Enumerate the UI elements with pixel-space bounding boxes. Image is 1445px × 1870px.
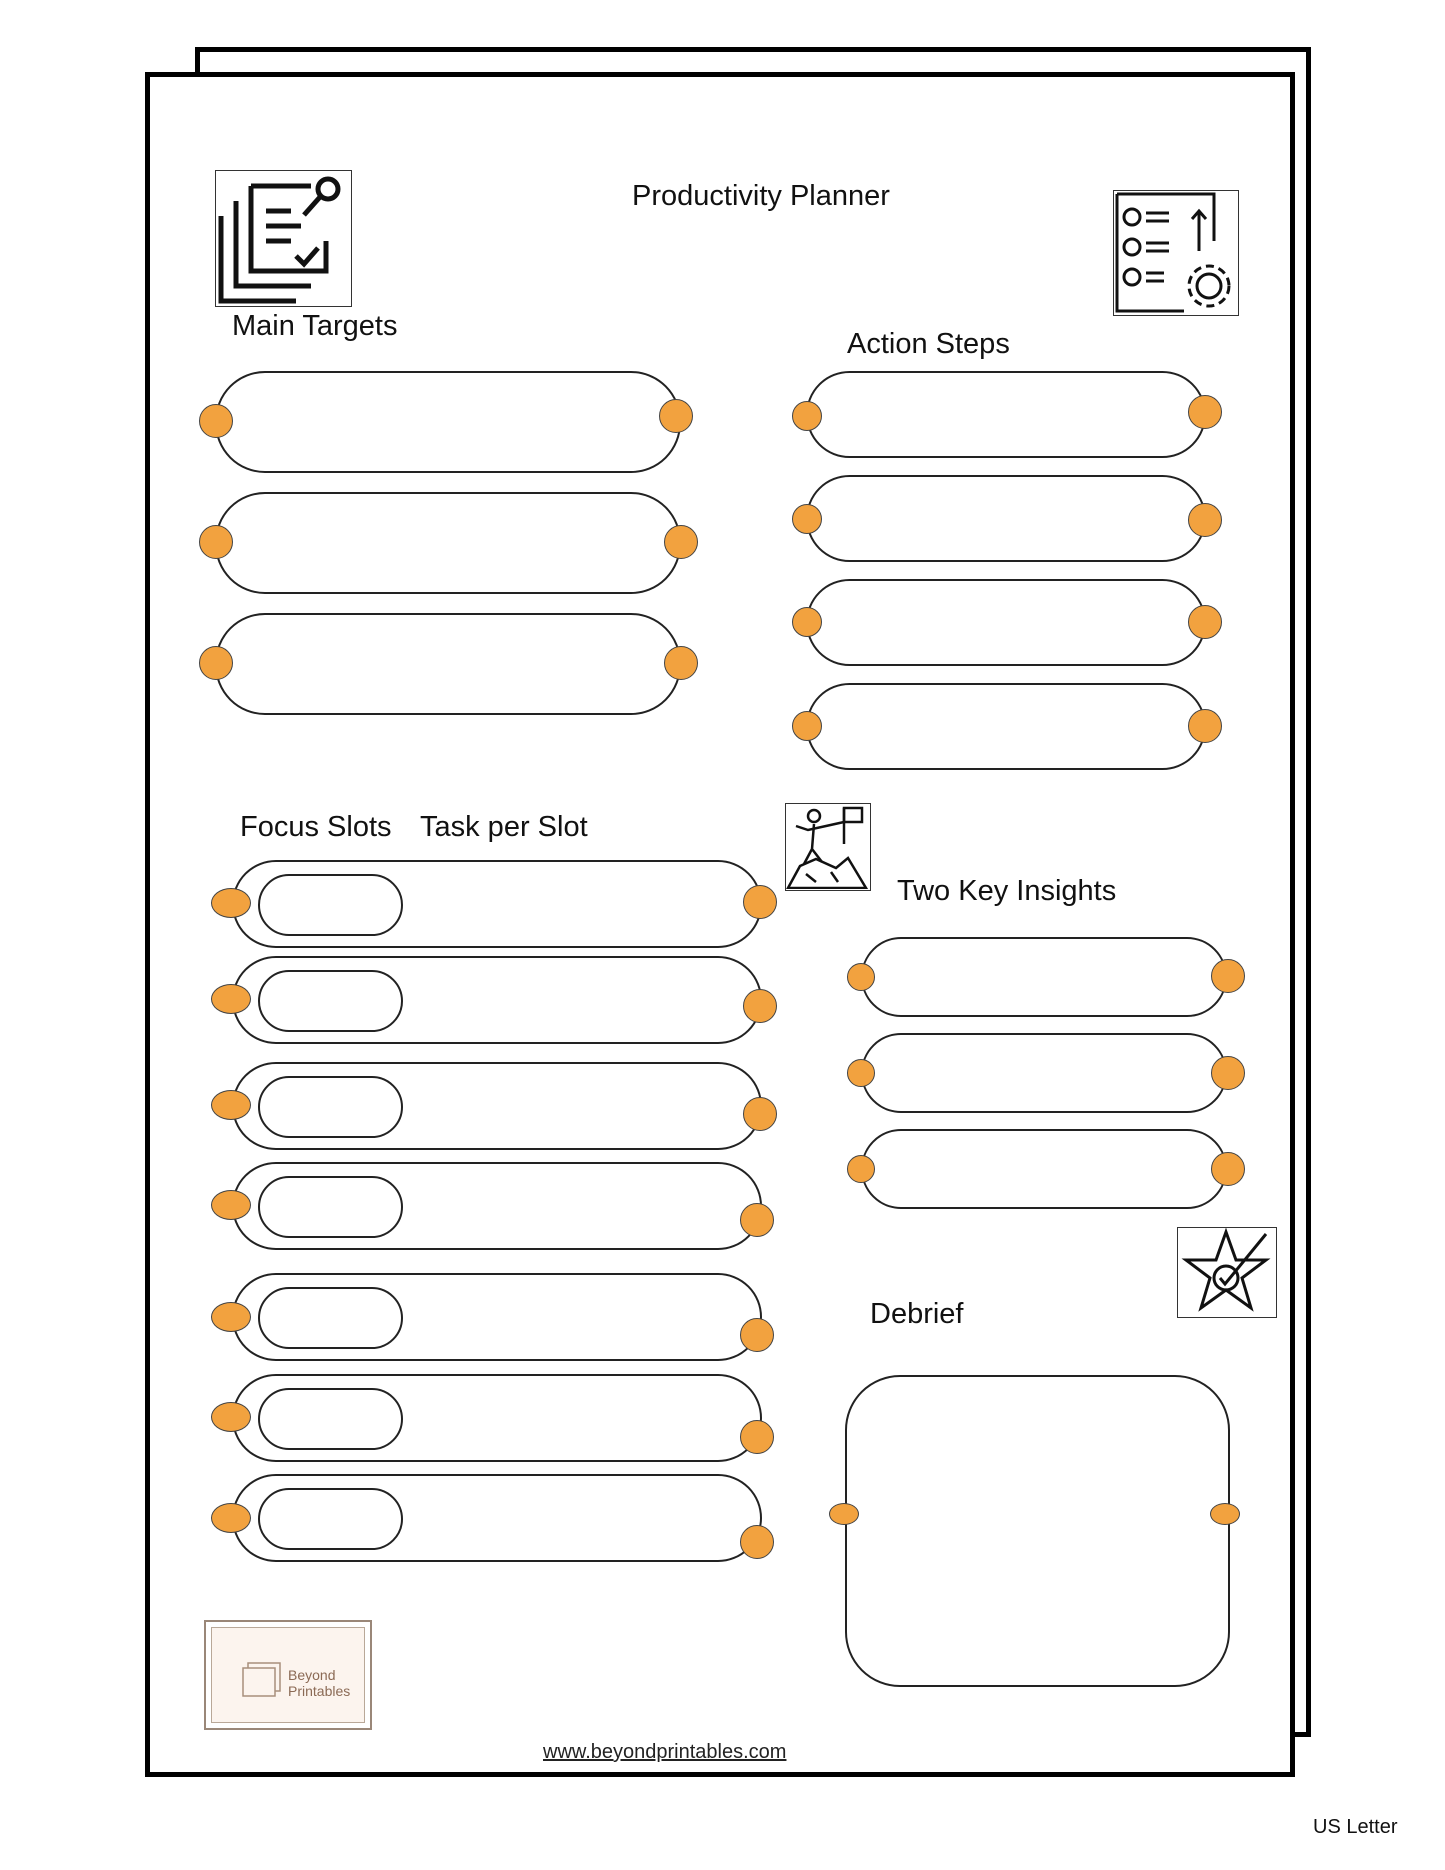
focus-slot-time-field[interactable]: [258, 1388, 403, 1450]
focus-slot-time-field[interactable]: [258, 874, 403, 936]
beyond-printables-logo: Beyond Printables: [204, 1620, 372, 1730]
decor-dot: [199, 404, 233, 438]
decor-dot: [199, 646, 233, 680]
decor-dot: [1211, 1152, 1245, 1186]
page-title: Productivity Planner: [632, 180, 890, 212]
debrief-heading: Debrief: [870, 1298, 964, 1330]
decor-dot: [1188, 395, 1222, 429]
decor-dot: [1211, 959, 1245, 993]
action-step-field-3[interactable]: [806, 579, 1206, 666]
decor-dot: [211, 984, 251, 1014]
footer-url-link[interactable]: www.beyondprintables.com: [543, 1741, 787, 1763]
focus-slot-row-3[interactable]: [232, 1062, 762, 1150]
decor-dot: [740, 1420, 774, 1454]
action-step-field-1[interactable]: [806, 371, 1206, 458]
focus-slot-row-6[interactable]: [232, 1374, 762, 1462]
decor-dot: [743, 989, 777, 1023]
insight-field-2[interactable]: [861, 1033, 1227, 1113]
logo-line-2: Printables: [288, 1683, 351, 1699]
decor-dot: [792, 401, 822, 431]
decor-dot: [743, 1097, 777, 1131]
decor-dot: [740, 1525, 774, 1559]
focus-slot-row-2[interactable]: [232, 956, 762, 1044]
decor-dot: [664, 646, 698, 680]
main-targets-heading: Main Targets: [232, 310, 398, 342]
decor-dot: [659, 399, 693, 433]
climber-summit-flag-icon: [785, 803, 871, 891]
action-step-field-4[interactable]: [806, 683, 1206, 770]
decor-dot: [1188, 605, 1222, 639]
focus-slot-time-field[interactable]: [258, 1076, 403, 1138]
decor-dot: [743, 885, 777, 919]
decor-dot: [211, 1302, 251, 1332]
decor-dot: [664, 525, 698, 559]
decor-dot: [792, 504, 822, 534]
decor-dot: [211, 1090, 251, 1120]
action-step-field-2[interactable]: [806, 475, 1206, 562]
two-key-insights-heading: Two Key Insights: [897, 875, 1117, 907]
focus-slot-row-7[interactable]: [232, 1474, 762, 1562]
focus-slot-row-1[interactable]: [232, 860, 762, 948]
focus-slots-heading: Focus Slots: [240, 811, 392, 843]
decor-dot: [740, 1318, 774, 1352]
main-target-field-1[interactable]: [215, 371, 681, 473]
decor-dot: [1188, 503, 1222, 537]
decor-dot: [1210, 1503, 1240, 1525]
insight-field-3[interactable]: [861, 1129, 1227, 1209]
decor-dot: [211, 1503, 251, 1533]
main-target-field-3[interactable]: [215, 613, 681, 715]
decor-dot: [740, 1203, 774, 1237]
debrief-field[interactable]: [845, 1375, 1230, 1687]
main-target-field-2[interactable]: [215, 492, 681, 594]
numbered-list-gear-icon: [1113, 190, 1239, 316]
decor-dot: [792, 607, 822, 637]
decor-dot: [199, 525, 233, 559]
decor-dot: [1188, 709, 1222, 743]
logo-line-1: Beyond: [288, 1667, 336, 1683]
focus-slot-time-field[interactable]: [258, 1176, 403, 1238]
star-check-icon: [1177, 1227, 1277, 1318]
focus-slot-time-field[interactable]: [258, 1488, 403, 1550]
decor-dot: [847, 1059, 875, 1087]
decor-dot: [211, 888, 251, 918]
decor-dot: [847, 1155, 875, 1183]
focus-slot-time-field[interactable]: [258, 970, 403, 1032]
paper-size-label: US Letter: [1313, 1816, 1398, 1838]
task-per-slot-heading: Task per Slot: [420, 811, 588, 843]
focus-slot-row-5[interactable]: [232, 1273, 762, 1361]
decor-dot: [1211, 1056, 1245, 1090]
action-steps-heading: Action Steps: [847, 328, 1010, 360]
focus-slot-row-4[interactable]: [232, 1162, 762, 1250]
decor-dot: [847, 963, 875, 991]
clipboard-checklist-icon: [215, 170, 352, 307]
decor-dot: [211, 1190, 251, 1220]
decor-dot: [792, 711, 822, 741]
focus-slot-time-field[interactable]: [258, 1287, 403, 1349]
decor-dot: [829, 1503, 859, 1525]
insight-field-1[interactable]: [861, 937, 1227, 1017]
decor-dot: [211, 1402, 251, 1432]
